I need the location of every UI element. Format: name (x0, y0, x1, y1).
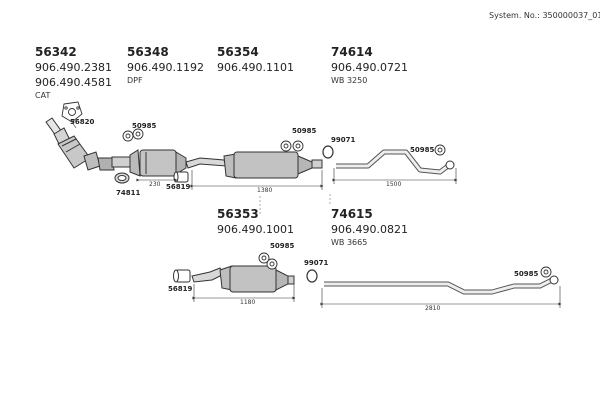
part-note: WB 3250 (331, 76, 368, 85)
oem-ref: 906.490.0821 (331, 223, 408, 236)
callout-50985: 50985 (292, 127, 317, 135)
hanger-50985-d (258, 252, 278, 270)
callout-50985: 50985 (270, 242, 295, 250)
callout-74811: 74811 (116, 189, 141, 197)
callout-99071: 99071 (304, 259, 329, 267)
dimension-lines-top (136, 168, 458, 190)
oem-ref: 906.490.4581 (35, 76, 112, 89)
hanger-50985-e (540, 266, 552, 278)
part-note: WB 3665 (331, 238, 368, 247)
clamp-56819-b (173, 269, 191, 283)
clamp-56819-a (173, 171, 189, 183)
part-number-56353: 56353 (217, 207, 259, 221)
part-number-56342: 56342 (35, 45, 77, 59)
dimension-label: 230 (149, 181, 161, 188)
clamp-74811 (114, 172, 130, 184)
callout-56820: 56820 (70, 118, 95, 126)
diesel-particulate-filter-56348 (111, 149, 187, 177)
dimension-label: 1500 (386, 181, 402, 188)
callout-50985: 50985 (132, 122, 157, 130)
part-note: DPF (127, 76, 143, 85)
tail-pipe-74614 (336, 149, 450, 175)
hanger-50985-a (122, 128, 144, 142)
dimension-lines-bottom (192, 284, 562, 308)
hanger-50985-c (434, 144, 446, 156)
oem-ref: 906.490.2381 (35, 61, 112, 74)
dimension-label: 2810 (425, 305, 441, 312)
callout-50985: 50985 (410, 146, 435, 154)
oem-ref: 906.490.1101 (217, 61, 294, 74)
dimension-label: 1180 (240, 299, 256, 306)
part-note: CAT (35, 91, 51, 100)
dimension-label: 1380 (257, 187, 273, 194)
callout-56819: 56819 (168, 285, 193, 293)
clamp-99071-a (322, 145, 334, 159)
system-number: System. No.: 350000037_01 (489, 11, 600, 20)
center-muffler-56354 (185, 151, 323, 179)
callout-99071: 99071 (331, 136, 356, 144)
clamp-99071-b (306, 269, 318, 283)
catalytic-converter-56342 (45, 117, 115, 171)
oem-ref: 906.490.1001 (217, 223, 294, 236)
oem-ref: 906.490.0721 (331, 61, 408, 74)
callout-56819: 56819 (166, 183, 191, 191)
part-number-56354: 56354 (217, 45, 259, 59)
oem-ref: 906.490.1192 (127, 61, 204, 74)
part-number-74614: 74614 (331, 45, 373, 59)
part-number-74615: 74615 (331, 207, 373, 221)
center-muffler-56353 (191, 265, 295, 293)
callout-50985: 50985 (514, 270, 539, 278)
flange-gasket-56820 (61, 101, 83, 123)
hanger-50985-b (280, 140, 304, 152)
part-number-56348: 56348 (127, 45, 169, 59)
